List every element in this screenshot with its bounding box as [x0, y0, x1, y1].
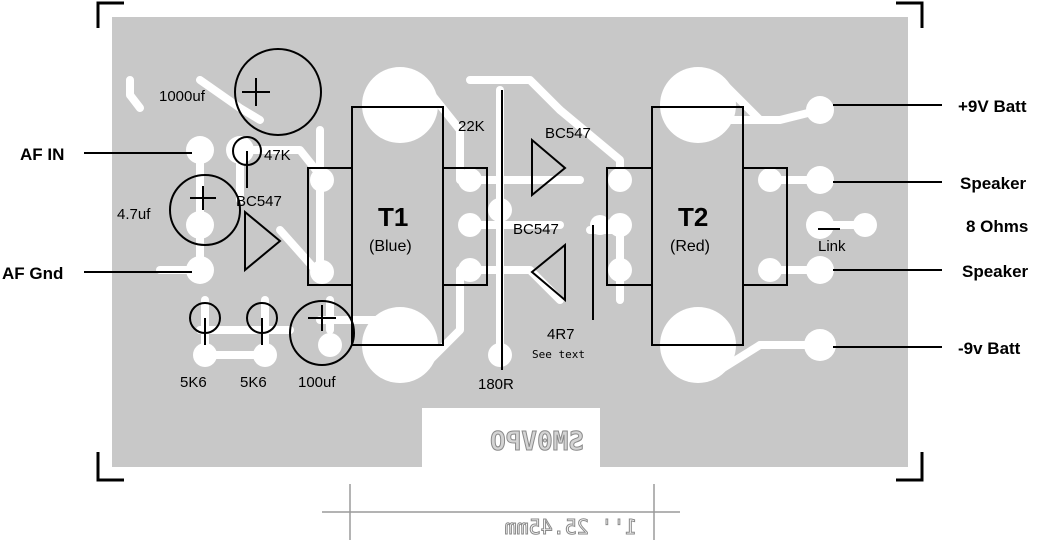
label-see-text: See text: [532, 348, 585, 361]
transistor-q3-outline: [530, 242, 566, 303]
crop-marks: [96, 1, 924, 482]
label-t1-color: (Blue): [369, 238, 412, 255]
pcb-board: [112, 17, 908, 467]
label-t2-color: (Red): [670, 238, 710, 255]
label-t2: T2: [678, 202, 708, 232]
transistor-q2-outline: [531, 137, 567, 198]
label-180r: 180R: [478, 376, 514, 393]
label-5k6-a: 5K6: [180, 374, 207, 391]
transformer-label-group: T1 (Blue) T2 (Red): [369, 202, 710, 255]
label-1000uf: 1000uf: [159, 88, 206, 105]
label-plus-9v-batt: +9V Batt: [958, 97, 1027, 116]
label-22k: 22K: [458, 118, 485, 135]
label-minus-9v-batt: -9v Batt: [958, 339, 1021, 358]
board-mark-text: SM0VPO: [490, 427, 584, 457]
label-4r7: 4R7: [547, 326, 575, 343]
capacitor-4-7uf-outline: [169, 174, 241, 246]
board-mark: SM0VPO: [427, 417, 595, 463]
external-leaders: [84, 104, 942, 348]
label-100uf: 100uf: [298, 374, 336, 391]
label-af-gnd: AF Gnd: [2, 264, 63, 283]
copper-pads: [186, 67, 877, 383]
label-link: Link: [818, 238, 846, 255]
label-4-7uf: 4.7uf: [117, 206, 151, 223]
external-label-group: AF IN AF Gnd +9V Batt Speaker 8 Ohms Spe…: [2, 97, 1029, 358]
transistor-q1-outline: [244, 209, 282, 273]
component-outlines: [169, 48, 840, 370]
capacitor-100uf-outline: [289, 300, 355, 366]
label-5k6-b: 5K6: [240, 374, 267, 391]
label-bc547-q2: BC547: [545, 125, 591, 142]
label-speaker-bottom: Speaker: [962, 262, 1029, 281]
label-bc547-q3: BC547: [513, 221, 559, 238]
component-label-group: 1000uf 47K 4.7uf BC547 5K6 5K6 100uf 22K…: [117, 88, 846, 393]
scale-text: 1'' 25.45mm: [505, 515, 637, 539]
capacitor-1000uf-outline: [234, 48, 322, 136]
label-bc547-q1: BC547: [236, 193, 282, 210]
scale-bar: 1'' 25.45mm: [322, 484, 680, 540]
label-8-ohms: 8 Ohms: [966, 217, 1028, 236]
label-47k: 47K: [264, 147, 291, 164]
label-t1: T1: [378, 202, 408, 232]
label-speaker-top: Speaker: [960, 174, 1027, 193]
label-af-in: AF IN: [20, 145, 64, 164]
